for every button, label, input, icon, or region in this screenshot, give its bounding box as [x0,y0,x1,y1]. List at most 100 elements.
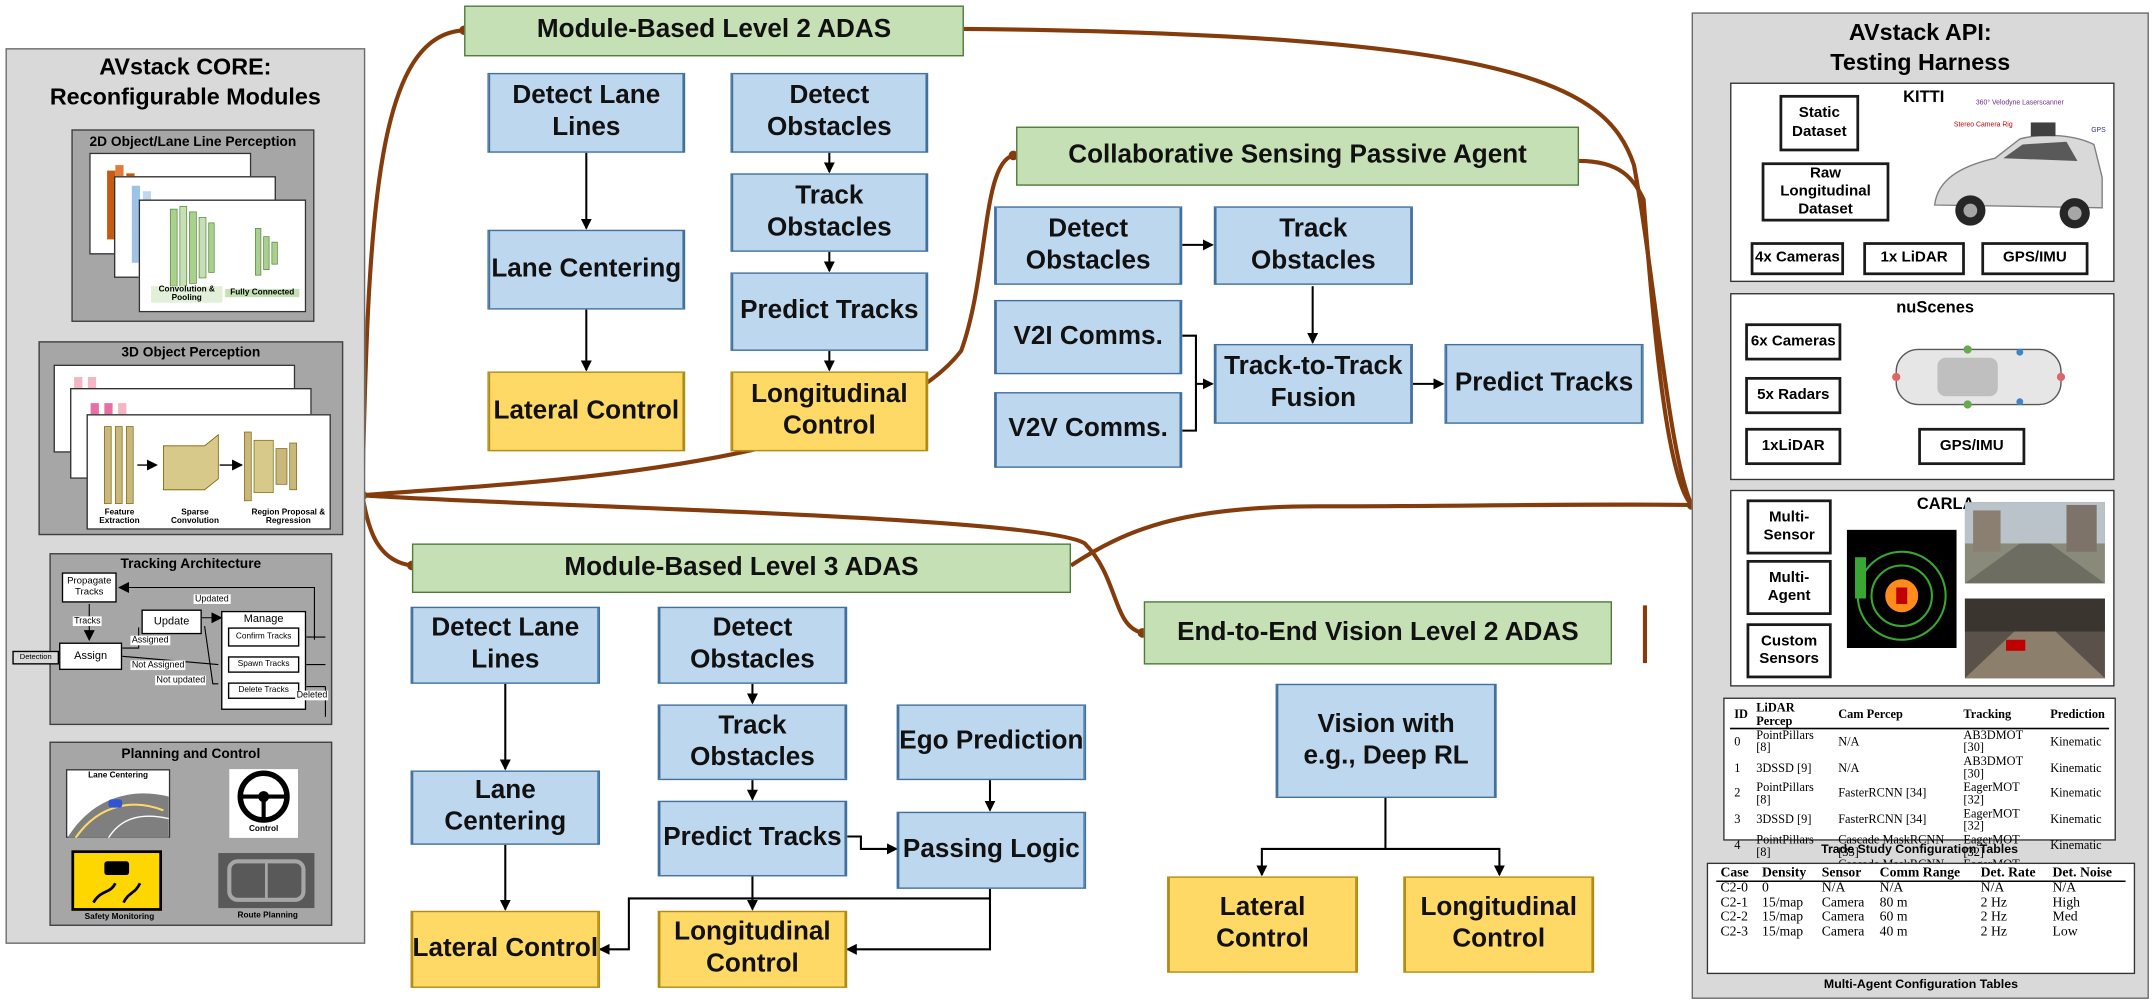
trade-table-row-cell: 3DSSD [9] [1756,812,1812,826]
trade-table-row-cell: EagerMOT [32] [1963,779,2020,807]
agent-table-row-cell: C2-1 [1720,894,1748,911]
agent-table-row-cell: Med [2052,909,2078,925]
l3-ego-prediction: Ego Prediction [896,704,1087,781]
trade-table-row-cell: 2 [1734,786,1741,801]
kitti-car-icon [1933,122,2103,229]
flow-arrows [499,152,1505,955]
planning-title: Planning and Control [121,747,261,763]
feature-extraction-label: Feature Extraction [99,509,140,526]
core-title-line1: AVstack CORE: [99,53,272,80]
l2-longitudinal-control: Longitudinal Control [730,371,929,452]
e2e-longitudinal-control: Longitudinal Control [1403,876,1595,973]
carla-multi-agent: Multi-Agent [1746,559,1832,616]
carla-street-scene-1 [1964,502,2105,584]
l3-track-obstacles: Track Obstacles [657,704,848,781]
road-icon [67,793,169,838]
nuscenes-lidar: 1xLiDAR [1745,427,1842,466]
trade-study-table: ID LiDAR Percep Cam Percep Tracking Pred… [1730,700,2110,885]
carla-multi-sensor: Multi-Sensor [1746,499,1832,555]
agent-table-row-cell: Camera [1821,909,1865,925]
e2e-vision-deep-rl: Vision with e.g., Deep RL [1275,683,1497,798]
agent-table-row-cell: 80 m [1879,894,1908,911]
l2-lane-centering: Lane Centering [487,229,686,310]
l3-title: Module-Based Level 3 ADAS [411,543,1072,593]
steering-thumb: Control [229,769,298,838]
agent-table-row-cell: 40 m [1879,923,1908,940]
collab-track-obstacles: Track Obstacles [1213,206,1413,285]
nuscenes-title: nuScenes [1896,297,1975,317]
multi-agent-table-card: Case Density Sensor Comm Range Det. Rate… [1706,862,2136,975]
collab-title: Collaborative Sensing Passive Agent [1016,126,1580,186]
agent-header-range: Comm Range [1875,865,1977,882]
l3-longitudinal-control: Longitudinal Control [657,910,848,988]
assigned-label: Assigned [130,635,170,646]
steering-wheel-icon [237,770,290,823]
propagate-tracks-node: Propagate Tracks [61,572,117,603]
l2-title: Module-Based Level 2 ADAS [464,5,964,57]
carla-tunnel-icon [1964,598,2105,679]
collab-v2i-comms: V2I Comms. [994,299,1183,375]
trade-table-row-cell: FasterRCNN [34] [1838,786,1927,801]
spawn-tracks-node: Spawn Tracks [227,656,300,673]
trade-table-row-cell: Kinematic [2050,760,2102,775]
carla-title: CARLA [1916,493,1975,514]
l2-predict-tracks: Predict Tracks [730,272,929,351]
trade-table-row-cell: Cascade MaskRCNN [33] [1838,831,1945,859]
nuscenes-cameras: 6x Cameras [1745,323,1842,361]
cnn-card-front: Convolution & Pooling Fully Connected [138,199,307,313]
perception-2d-title: 2D Object/Lane Line Perception [89,134,297,150]
l2-track-obstacles: Track Obstacles [730,173,929,252]
perception-3d-module: 3D Object Perception [38,341,344,536]
sparse-conv-icon [104,426,297,504]
agent-table-row-cell: C2-0 [1720,880,1748,896]
api-panel: AVstack API: Testing Harness KITTI Stati… [1691,12,2149,999]
nuscenes-card: nuScenes 6x Cameras 5x Radars 1xLiDAR GP… [1730,293,2115,481]
delete-tracks-node: Delete Tracks [227,682,300,699]
trade-table-row-cell: PointPillars [8] [1756,831,1814,859]
trade-table-row-cell: Kinematic [2050,812,2102,826]
l3-predict-tracks: Predict Tracks [657,800,848,877]
trade-study-table-card: ID LiDAR Percep Cam Percep Tracking Pred… [1723,697,2116,884]
agent-table-row-cell: 2 Hz [1980,909,2007,925]
cnn-green-layers-icon [169,206,278,290]
trade-table-row-cell: N/A [1838,734,1860,749]
collab-track-fusion: Track-to-Track Fusion [1213,343,1413,424]
confirm-tracks-node: Confirm Tracks [227,627,300,647]
nuscenes-car-topview-icon [1892,345,2066,409]
route-planning-label: Route Planning [237,912,298,921]
e2e-title: End-to-End Vision Level 2 ADAS [1143,601,1612,665]
detection-input: Detection [12,650,60,665]
safety-monitoring-label: Safety Monitoring [84,913,155,922]
trade-header-tracking: Tracking [1959,700,2047,730]
updated-label: Updated [193,594,231,605]
trade-header-cam: Cam Percep [1834,700,1960,730]
agent-table-row-cell: 15/map [1761,909,1804,925]
agent-table-row-cell: 2 Hz [1980,894,2007,911]
agent-header-noise: Det. Noise [2048,865,2126,882]
kitti-note-stereo: Stereo Camera Rig [1953,121,2013,130]
trade-table-row: 2 PointPillars [8] FasterRCNN [34] EagerMOT… [1730,779,2109,807]
l3-detect-obstacles: Detect Obstacles [657,606,848,684]
tracking-module: Tracking Architecture Propagate Tracks U… [12,553,333,726]
lane-centering-label: Lane Centering [88,771,149,781]
kitti-gps-imu: GPS/IMU [1981,242,2089,276]
conv-pooling-label: Convolution & Pooling [151,286,223,303]
kitti-static-dataset: Static Dataset [1779,94,1860,152]
tracks-label: Tracks [72,616,102,627]
not-assigned-label: Not Assigned [130,660,186,671]
agent-table-row-cell: 60 m [1879,909,1908,925]
e2e-lateral-control: Lateral Control [1167,876,1358,973]
trade-table-row-cell: PointPillars [8] [1756,779,1814,807]
agent-table-row-cell: Low [2052,923,2078,940]
kitti-cameras: 4x Cameras [1750,242,1845,276]
trade-table-row-cell: PointPillars [8] [1756,727,1814,755]
agent-header-density: Density [1757,865,1818,882]
kitti-raw-dataset: Raw Longitudinal Dataset [1761,162,1890,222]
trade-table-row-cell: AB3DMOT [30] [1963,753,2023,781]
